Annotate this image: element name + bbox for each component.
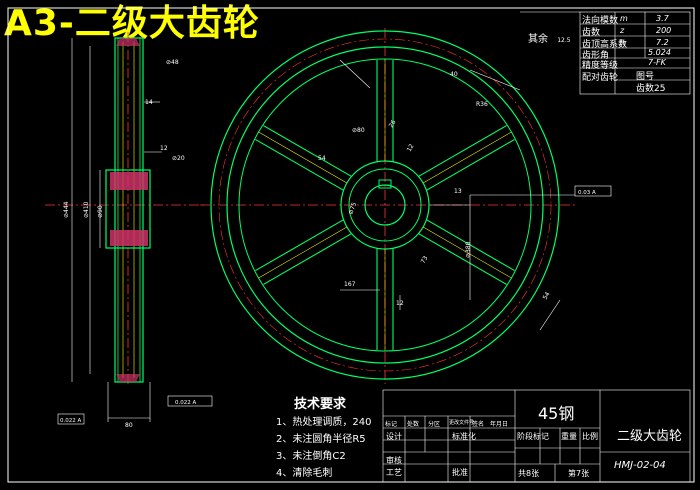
tech-item: 2、未注圆角半径R5 [276, 434, 366, 445]
dim-54b: 54 [542, 291, 552, 301]
param-label-mate: 配对齿轮 [582, 73, 619, 83]
tol-bore: 0.03 A [578, 190, 596, 196]
tb-scale: 比例 [582, 432, 598, 441]
param-val-precision: 7-FK [648, 58, 666, 67]
dim-d2: 14 [145, 99, 153, 106]
tb-material: 45钢 [538, 404, 575, 423]
dim-r36: R36 [476, 101, 488, 108]
dim-54: 54 [318, 155, 326, 162]
sheet-border [7, 7, 695, 483]
dim-pd: ⊘410 [83, 201, 90, 218]
tb-weight: 重量 [561, 432, 577, 441]
param-label-teeth: 齿数 [582, 28, 601, 38]
tech-item: 1、热处理调质，240 [276, 417, 372, 428]
dim-13: 13 [454, 188, 462, 195]
tb-header-mark: 标记 [385, 421, 398, 428]
param-label-angle: 齿形角 [582, 51, 610, 61]
sheet-title: A3-二级大齿轮 [4, 3, 260, 44]
dim-b: 26 [388, 119, 398, 129]
tb-header-doc: 更改文件号 [449, 420, 475, 426]
param-val-mate-teeth: 齿数25 [636, 84, 666, 94]
param-sym-module: m [620, 14, 628, 23]
tb-role-approve: 批准 [452, 468, 468, 477]
dim-40: 40 [450, 71, 458, 78]
dim-12c: 12 [406, 143, 416, 153]
dim-d4: ⊘20 [172, 155, 185, 162]
param-label-module: 法向模数 [582, 16, 619, 26]
surface-finish-label: 其余 [528, 34, 548, 45]
dim-a: ⊘80 [352, 127, 365, 134]
title-block [382, 389, 691, 483]
param-label-precision: 精度等级 [582, 61, 619, 71]
param-val-module: 3.7 [656, 14, 669, 23]
tech-requirements: 技术要求 1、热处理调质，240 2、未注圆角半径R5 3、未注倒角C2 4、清… [276, 396, 371, 482]
tb-total-sheets: 共8张 [518, 469, 540, 478]
surface-finish-value: 12.5 [557, 37, 571, 44]
tech-item: 4、清除毛刺 [276, 468, 333, 479]
param-sym-addendum: h [620, 38, 626, 47]
tb-std: 标准化 [452, 432, 476, 441]
tb-header-sign: 签名 [472, 421, 485, 428]
tol-left: 0.022 A [60, 418, 81, 424]
param-val-addendum: 7.2 [656, 38, 669, 47]
tb-sheet-no: 第7张 [568, 469, 590, 478]
surface-finish-note: 其余 12.5 [528, 30, 571, 45]
param-sym-teeth: z [620, 26, 625, 35]
tol-right: 0.022 A [175, 400, 196, 406]
tb-role-review: 审核 [386, 456, 402, 465]
tb-part-name: 二级大齿轮 [617, 429, 683, 444]
dim-167: 167 [344, 281, 356, 288]
tech-heading: 技术要求 [294, 397, 347, 412]
tb-role-process: 工艺 [386, 468, 402, 477]
param-label-addendum: 齿顶高系数 [582, 40, 628, 50]
dim-73: 73 [420, 255, 430, 265]
dim-hub-len: 80 [125, 422, 133, 429]
param-table [579, 11, 691, 95]
tb-stage: 阶段标记 [517, 432, 549, 441]
dim-bore: ⊘90 [97, 205, 104, 218]
param-val-drawing-no: 图号 [636, 72, 655, 82]
tb-header-zone: 分区 [428, 421, 441, 428]
tb-role-design: 设计 [386, 432, 402, 441]
tech-item: 3、未注倒角C2 [276, 451, 346, 462]
front-view [200, 11, 612, 384]
param-val-teeth: 200 [656, 26, 672, 35]
dim-hub-d: ⊘75 [347, 201, 358, 215]
dim-12b: 12 [396, 300, 404, 307]
param-val-angle: 5.024 [648, 48, 671, 57]
tb-header-date: 年月日 [490, 421, 509, 428]
dim-d3: 12 [160, 145, 168, 152]
tb-header-count: 处数 [407, 421, 420, 428]
tb-drawing-no: HMJ-02-04 [614, 460, 666, 471]
dim-d1: ⊘48 [166, 59, 179, 66]
dim-od: ⊘444 [63, 201, 70, 218]
dim-web-d: ⊘380 [465, 241, 472, 258]
section-view [45, 32, 213, 425]
